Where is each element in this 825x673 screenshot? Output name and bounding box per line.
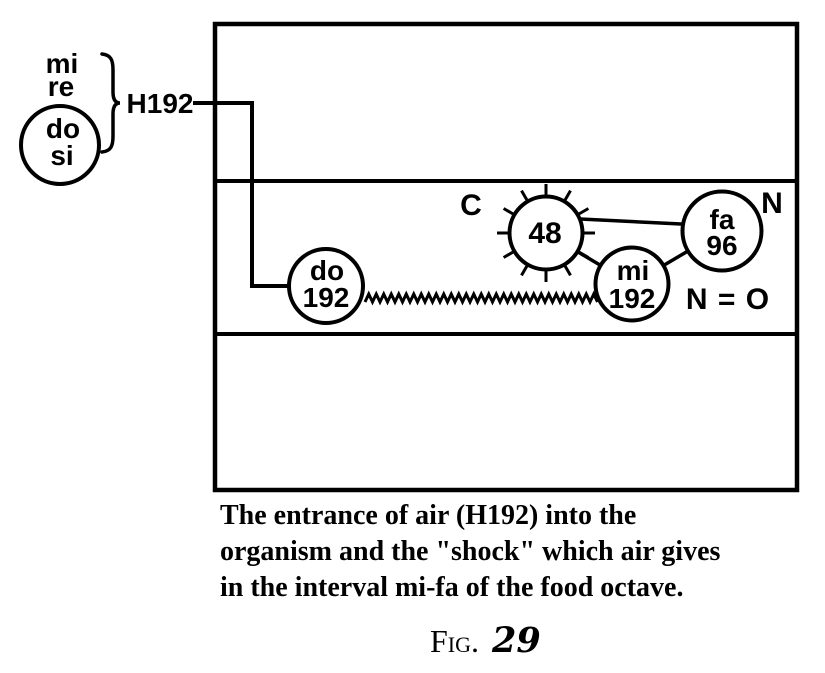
n-equals-o-label: N = O bbox=[685, 283, 771, 316]
note-do-outside-circle: do bbox=[45, 113, 81, 144]
carbon-label: C bbox=[460, 189, 482, 222]
circle-48-shock bbox=[507, 194, 585, 272]
caption: The entrance of air (H192) into the orga… bbox=[220, 498, 720, 606]
fa96-note-label: fa bbox=[709, 204, 735, 235]
note-si-outside-circle: si bbox=[50, 140, 74, 171]
figure-label: Fig. bbox=[430, 623, 480, 659]
figure-caption: Fig. 29 bbox=[430, 620, 541, 661]
brace bbox=[100, 52, 121, 154]
sun-rays-48 bbox=[497, 184, 595, 282]
circle-fa-96 bbox=[680, 189, 764, 273]
figure-number: 29 bbox=[492, 620, 541, 661]
circle-mi-192 bbox=[593, 245, 671, 323]
circle-do-192 bbox=[287, 247, 365, 325]
organism-box bbox=[212, 21, 800, 493]
caption-line-3: in the interval mi-fa of the food octave… bbox=[220, 572, 684, 603]
fa96-number-label: 96 bbox=[706, 230, 738, 261]
caption-line-2: organism and the "shock" which air gives bbox=[220, 536, 721, 567]
note-re-outside: re bbox=[47, 71, 75, 102]
mi192-number-label: 192 bbox=[608, 283, 656, 314]
do192-note-label: do bbox=[309, 255, 345, 286]
shock48-number-label: 48 bbox=[528, 217, 562, 250]
do192-number-label: 192 bbox=[302, 282, 350, 313]
circle-do-si bbox=[19, 104, 101, 186]
note-mi-outside: mi bbox=[45, 48, 79, 79]
nitrogen-label: N bbox=[761, 187, 783, 220]
h192-connector-line bbox=[193, 101, 305, 288]
h192-label: H192 bbox=[126, 88, 194, 119]
zigzag-shock-line bbox=[363, 290, 599, 306]
caption-line-1: The entrance of air (H192) into the bbox=[220, 500, 637, 531]
mi192-note-label: mi bbox=[616, 255, 650, 286]
